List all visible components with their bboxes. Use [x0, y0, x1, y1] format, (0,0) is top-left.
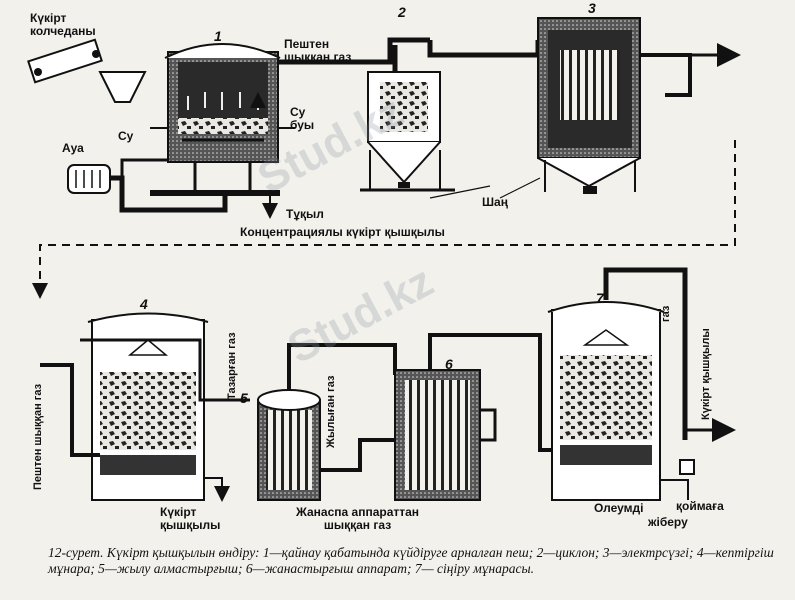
- label-send: жіберу: [648, 515, 688, 529]
- label-number-4: 4: [140, 296, 148, 312]
- label-number-3: 3: [588, 0, 596, 16]
- label-water: Су: [118, 129, 134, 143]
- absorption-tower-7: [547, 267, 736, 501]
- label-clean-gas: Тазарған газ: [226, 332, 238, 400]
- label-acid-out-tower: Күкірт қышқылы: [160, 505, 221, 532]
- concentrated-acid-dashed-line: [32, 140, 736, 299]
- label-heated-gas: Жылыған газ: [325, 375, 337, 448]
- contact-apparatus-6: [394, 333, 552, 501]
- label-concentrated-acid: Концентрациялы күкірт қышқылы: [240, 225, 445, 239]
- label-dust: Шаң: [482, 195, 508, 209]
- label-furnace-gas-vertical: Пештен шыққан газ: [32, 383, 44, 490]
- label-contact-gas: Жанаспа аппараттан шыққан газ: [296, 505, 420, 532]
- dust-pointer-lines: [429, 177, 541, 199]
- heat-exchanger-5: [257, 343, 397, 501]
- label-gas: газ: [660, 305, 672, 322]
- drying-tower-4: [40, 312, 250, 502]
- label-acid-vertical: Күкірт қышқылы: [700, 328, 712, 420]
- label-slag: Тұқыл: [286, 207, 324, 221]
- furnace-1: [27, 38, 295, 219]
- label-storage: қоймаға: [676, 499, 724, 513]
- label-number-7: 7: [596, 290, 604, 306]
- label-furnace-gas: Пештен шыққан газ: [284, 37, 352, 64]
- label-air: Ауа: [62, 141, 84, 155]
- label-number-2: 2: [398, 4, 406, 20]
- label-number-1: 1: [214, 28, 222, 44]
- figure-caption: 12-сурет. Күкірт қышқылын өндіру: 1—қайн…: [48, 545, 774, 576]
- label-oleum: Олеумді: [594, 501, 644, 515]
- label-number-5: 5: [240, 390, 248, 406]
- label-steam: Су буы: [290, 105, 315, 132]
- cyclone-2: [278, 37, 455, 192]
- label-number-6: 6: [445, 356, 453, 372]
- electrofilter-3: [427, 17, 741, 194]
- label-pyrite: Күкірт колчеданы: [30, 11, 96, 38]
